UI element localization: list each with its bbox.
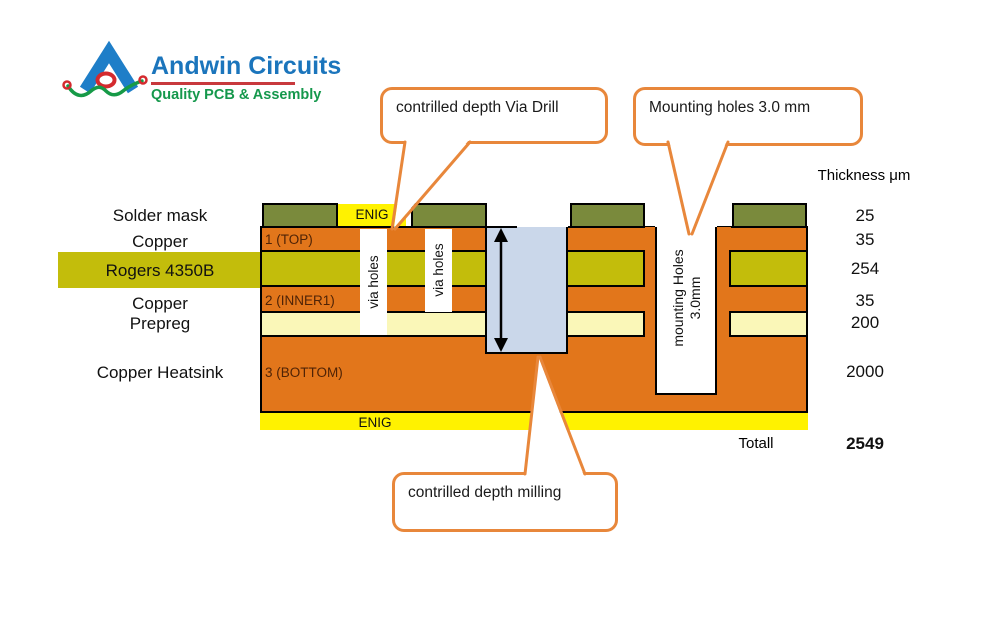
logo-tagline: Quality PCB & Assembly: [151, 87, 322, 103]
thickness-prepreg: 200: [850, 313, 880, 332]
solder-mask-segment: [570, 203, 645, 228]
via-hole-2: [425, 229, 452, 312]
milling-callout-text: contrilled depth milling: [408, 484, 562, 501]
board-left-edge: [260, 227, 262, 413]
via-hole-2-label: via holes: [430, 243, 446, 297]
solder-mask-segment: [411, 203, 487, 228]
layer-label-heatsink: Copper Heatsink: [96, 363, 224, 382]
total-value: 2549: [846, 434, 884, 453]
thickness-rogers: 254: [850, 259, 880, 278]
rogers-label-band: [58, 252, 262, 288]
via-drill-callout: contrilled depth Via Drill: [380, 87, 608, 144]
logo-dot-left: [62, 80, 72, 90]
layer-enig-bottom: [260, 413, 808, 430]
logo-dot-right: [138, 75, 148, 85]
layer-label-copper-top: Copper: [132, 232, 188, 251]
stack-label-inner1: 2 (INNER1): [265, 293, 335, 308]
thickness-header: Thickness μm: [817, 167, 911, 184]
layer-label-prepreg: Prepreg: [129, 314, 191, 333]
mounting-hole-label: mounting Holes 3.0mm: [669, 213, 705, 383]
thickness-copper-top: 35: [855, 230, 875, 249]
depth-reference-line: [481, 226, 517, 228]
copper-wall: [717, 227, 731, 411]
mounting-hole-label-line1: mounting Holes: [670, 249, 686, 347]
mounting-hole: [655, 227, 717, 395]
logo-wave: [66, 79, 144, 98]
via-drill-callout-text: contrilled depth Via Drill: [396, 99, 559, 116]
logo-divider: [151, 82, 295, 85]
milled-cavity: [485, 227, 568, 354]
via-hole-1: [360, 229, 387, 335]
board-right-edge: [806, 227, 808, 413]
rogers-segment-edge: [729, 250, 731, 287]
logo-red-ring: [95, 71, 117, 89]
solder-mask-segment: [262, 203, 338, 228]
layer-label-solder-mask: Solder mask: [112, 206, 208, 225]
prepreg-segment-edge: [643, 311, 645, 337]
logo-company-name: Andwin Circuits: [151, 52, 342, 80]
layer-label-copper-inner: Copper: [132, 294, 188, 313]
solder-mask-segment: [732, 203, 807, 228]
thickness-heatsink: 2000: [846, 362, 884, 381]
mounting-hole-label-line2: 3.0mm: [687, 276, 703, 320]
prepreg-segment-edge: [729, 311, 731, 337]
logo-a-shape: [79, 40, 139, 94]
stack-label-top: 1 (TOP): [265, 232, 313, 247]
milling-callout: contrilled depth milling: [392, 472, 618, 532]
layer-label-rogers: Rogers 4350B: [105, 261, 215, 280]
thickness-solder-mask: 25: [855, 206, 875, 225]
rogers-segment-edge: [643, 250, 645, 287]
enig-bottom-label: ENIG: [358, 415, 392, 430]
mounting-holes-callout: Mounting holes 3.0 mm: [633, 87, 863, 146]
thickness-copper-inner: 35: [855, 291, 875, 310]
mounting-holes-callout-text: Mounting holes 3.0 mm: [649, 99, 811, 116]
stack-label-bottom: 3 (BOTTOM): [265, 365, 343, 380]
andwin-logo-mark: [58, 40, 153, 102]
total-label: Totall: [738, 435, 774, 452]
copper-wall: [645, 227, 655, 411]
via-hole-1-label: via holes: [365, 255, 381, 309]
